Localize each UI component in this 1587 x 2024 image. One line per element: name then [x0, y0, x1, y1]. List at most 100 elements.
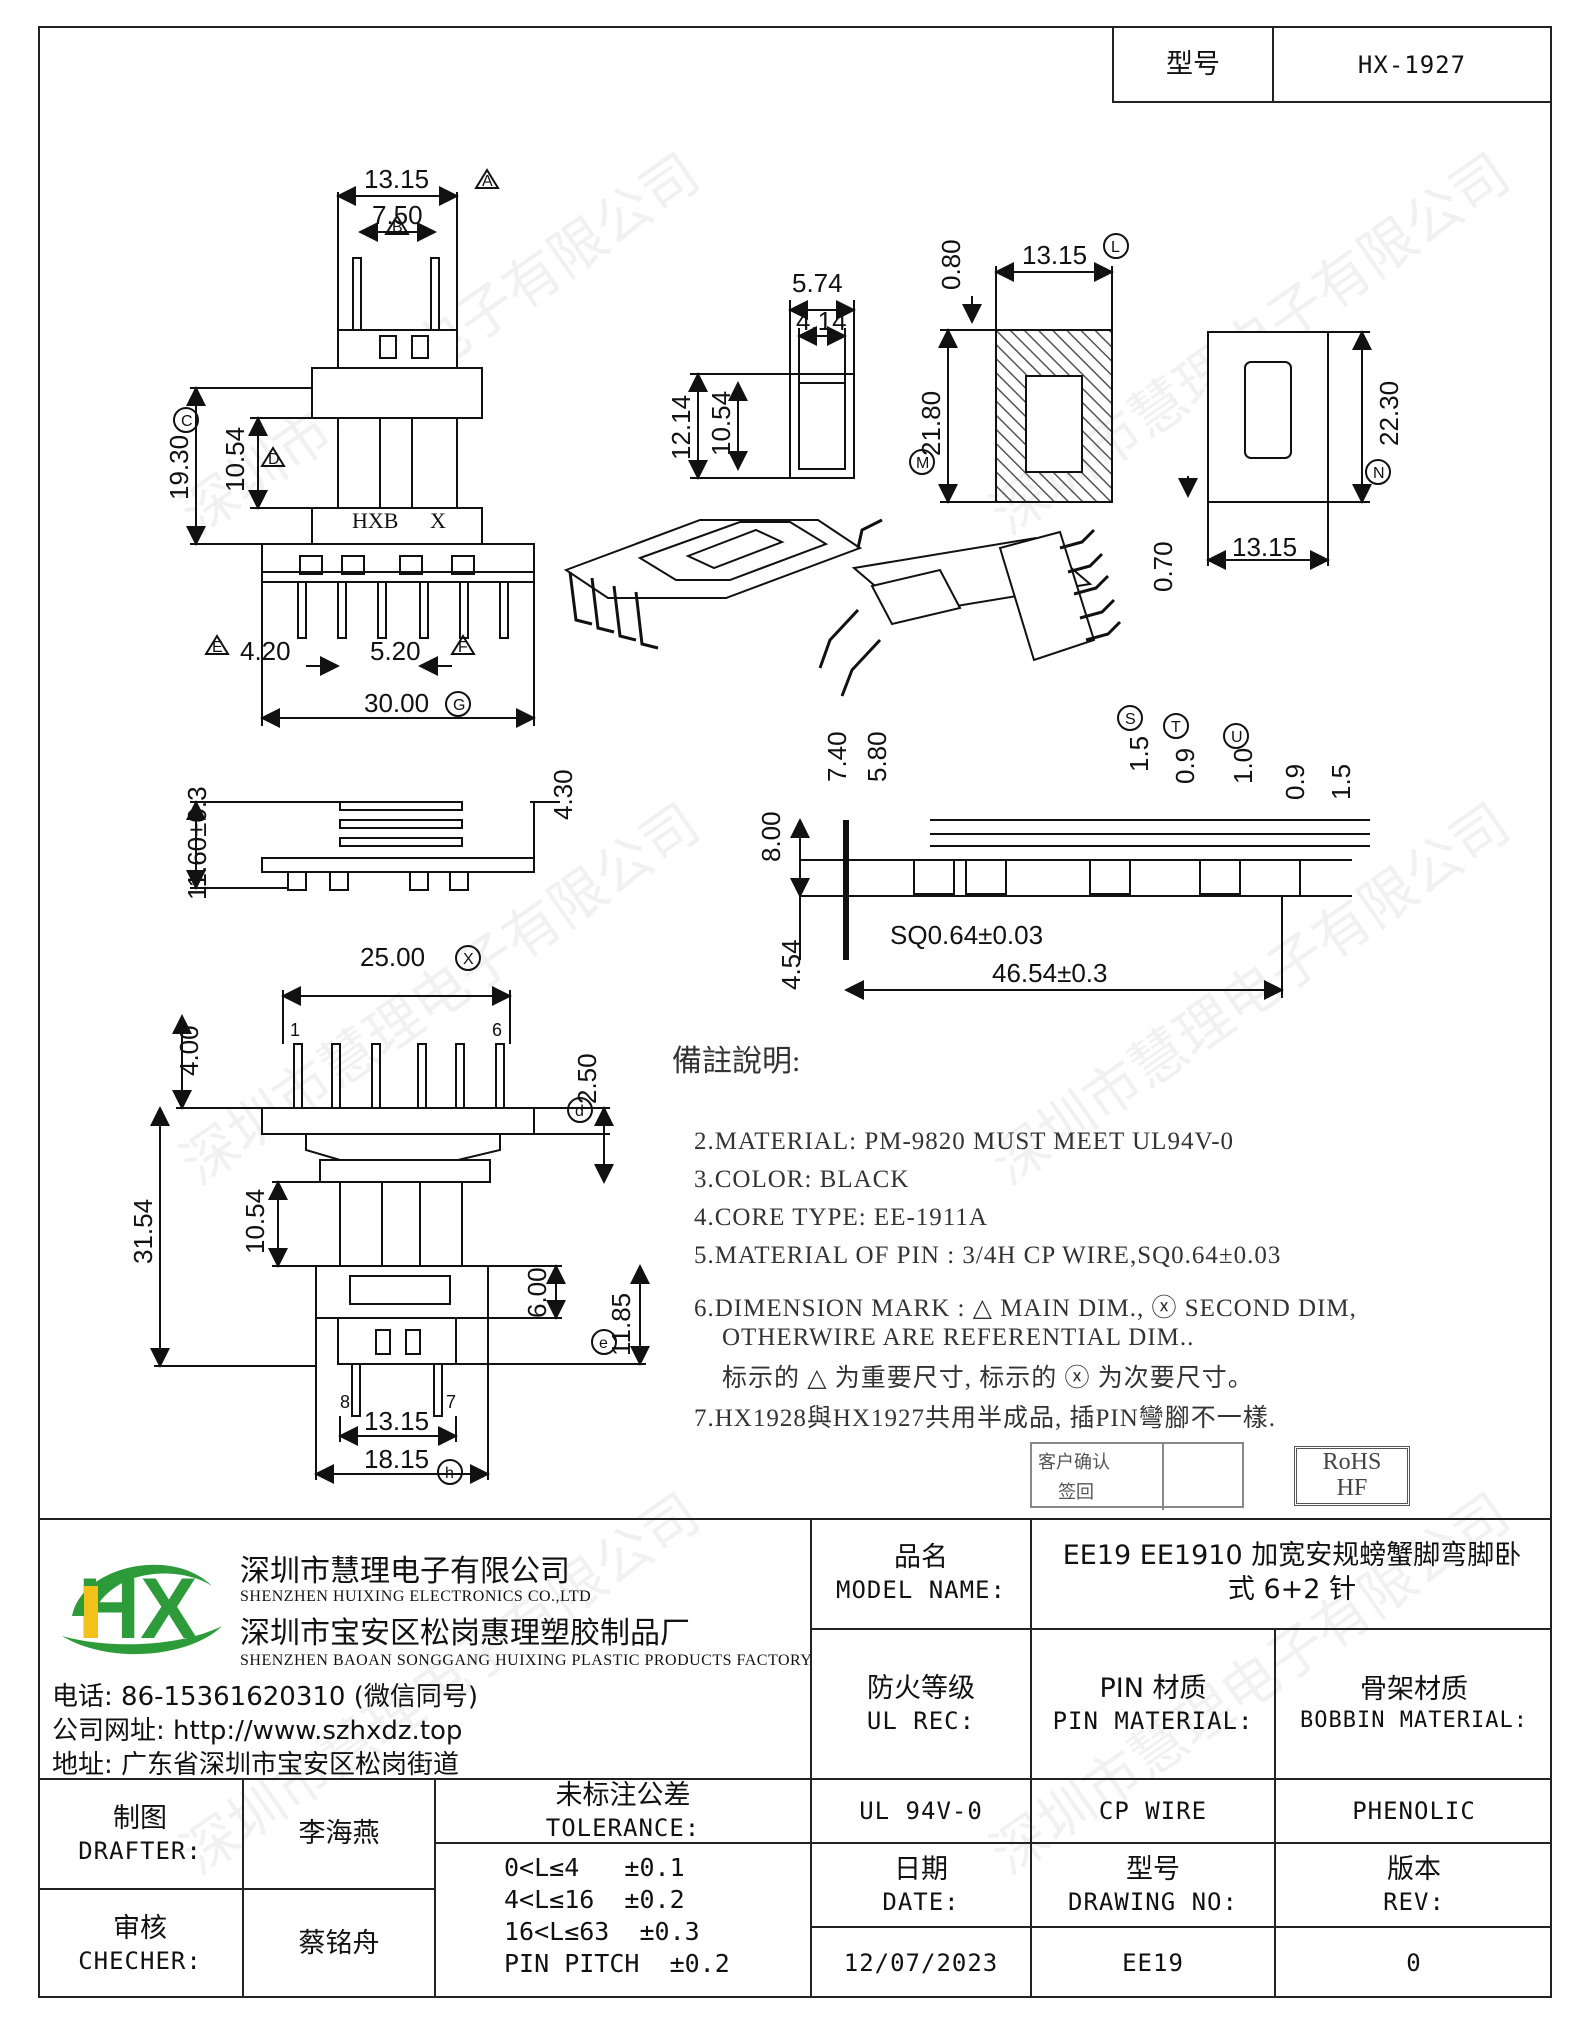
header-model-value-cell: HX-1927: [1272, 26, 1552, 103]
dim-text: 18.15: [364, 1444, 429, 1474]
date-value: 12/07/2023: [843, 1949, 999, 1977]
mark-letter: A: [482, 173, 493, 190]
note-main-dim: MAIN DIM.,: [1000, 1295, 1145, 1322]
mark-letter: e: [599, 1335, 608, 1352]
checker-value-cell: 蔡铭舟: [244, 1890, 434, 1998]
dim-text: 46.54±0.3: [992, 958, 1107, 988]
tolerance-line: PIN PITCH ±0.2: [504, 1949, 730, 1978]
model-name-value-cell: EE19 EE1910 加宽安规螃蟹脚弯脚卧式 6+2 针: [1032, 1518, 1552, 1628]
dim-text: 10.54: [220, 427, 250, 492]
model-name-label-cn: 品名: [894, 1542, 948, 1574]
circle-mark-icon: T: [1163, 713, 1189, 739]
pin-material-value: CP WIRE: [1098, 1797, 1208, 1825]
grid-line: [242, 1778, 244, 1998]
dim-text: SQ0.64±0.03: [890, 920, 1043, 950]
notes-title: 備註說明:: [672, 1045, 801, 1078]
mark-letter: D: [268, 451, 280, 468]
note-dim-mark: 6.DIMENSION MARK :: [694, 1295, 966, 1322]
dim-text: 13.15: [1022, 240, 1087, 270]
triangle-mark-icon: B: [384, 214, 410, 236]
bobbin-material-label-cell: 骨架材质 BOBBIN MATERIAL:: [1276, 1630, 1552, 1778]
note-line: 5.MATERIAL OF PIN : 3/4H CP WIRE,SQ0.64±…: [694, 1242, 1282, 1269]
company-name-cn: 深圳市慧理电子有限公司: [240, 1554, 570, 1589]
mark-letter: C: [181, 413, 193, 430]
mark-letter: E: [212, 639, 223, 656]
rev-label-cell: 版本 REV:: [1276, 1844, 1552, 1926]
tolerance-label-en: TOLERANCE:: [545, 1813, 701, 1842]
model-name-value: EE19 EE1910 加宽安规螃蟹脚弯脚卧式 6+2 针: [1062, 1540, 1522, 1605]
dim-text: 4.30: [548, 769, 578, 820]
triangle-mark-icon: D: [260, 446, 286, 468]
mark-letter: U: [1231, 729, 1243, 746]
date-label-en: DATE:: [882, 1887, 960, 1916]
dim-text: 8.00: [756, 811, 786, 862]
checker-label-en: CHECHER:: [78, 1946, 202, 1975]
bobbin-material-value-cell: PHENOLIC: [1276, 1780, 1552, 1842]
tolerance-label-cell: 未标注公差 TOLERANCE:: [436, 1780, 810, 1842]
circle-mark-icon: M: [909, 449, 935, 475]
rev-label-en: REV:: [1383, 1887, 1445, 1916]
dim-text: 4.54: [776, 939, 806, 990]
header-model-value: HX-1927: [1357, 50, 1467, 79]
drafter-label-en: DRAFTER:: [78, 1836, 202, 1865]
circle-x-icon: ⓧ: [1064, 1365, 1091, 1392]
rev-value-cell: 0: [1276, 1928, 1552, 1998]
note-line: 4.CORE TYPE: EE-1911A: [694, 1204, 988, 1231]
pin-number: 1: [290, 1020, 300, 1040]
hf-text: HF: [1336, 1475, 1368, 1501]
drafter-label-cell: 制图 DRAFTER:: [38, 1780, 242, 1888]
dim-text: 13.15: [364, 164, 429, 194]
tolerance-values: 0<L≤4 ±0.1 4<L≤16 ±0.2 16<L≤63 ±0.3 PIN …: [504, 1852, 730, 1980]
dim-text: 22.30: [1374, 381, 1404, 446]
checker-label-cn: 审核: [113, 1913, 167, 1945]
bobbin-material-label-cn: 骨架材质: [1360, 1674, 1468, 1706]
checker-value: 蔡铭舟: [298, 1928, 380, 1960]
mark-letter: M: [916, 455, 929, 472]
ul-label-cn: 防火等级: [867, 1673, 975, 1705]
circle-mark-icon: U: [1223, 723, 1249, 749]
dim-text: 10.54: [240, 1189, 270, 1254]
grid-line: [434, 1778, 436, 1998]
circle-x-icon: ⓧ: [1151, 1295, 1178, 1322]
mark-letter: h: [445, 1465, 454, 1482]
factory-name-en: SHENZHEN BAOAN SONGGANG HUIXING PLASTIC …: [240, 1652, 813, 1669]
drafter-value: 李海燕: [298, 1818, 380, 1850]
customer-confirm-box: 客户确认 签回: [1030, 1442, 1244, 1510]
drawing-no-label-cn: 型号: [1126, 1854, 1180, 1886]
dim-text: 31.54: [128, 1199, 158, 1264]
dim-text: 11.60±0.3: [182, 786, 212, 900]
dim-text: 10.54: [706, 391, 736, 456]
dim-text: 5.20: [370, 636, 421, 666]
triangle-mark-icon: △: [807, 1365, 828, 1392]
grid-line: [810, 1926, 1552, 1928]
bobbin-mark-text: HXB: [352, 508, 398, 533]
bobbin-material-value: PHENOLIC: [1352, 1797, 1476, 1825]
grid-line: [1274, 1628, 1276, 1998]
drawing-no-value: EE19: [1122, 1949, 1184, 1977]
mark-letter: B: [392, 219, 403, 236]
dim-text: 0.70: [1148, 541, 1178, 592]
dim-text: 4.14: [796, 306, 847, 336]
note-secondary: 为次要尺寸。: [1097, 1365, 1254, 1392]
company-website[interactable]: 公司网址: http://www.szhxdz.top: [52, 1716, 463, 1746]
note-line: OTHERWIRE ARE REFERENTIAL DIM..: [722, 1324, 1195, 1351]
drawing-no-value-cell: EE19: [1032, 1928, 1274, 1998]
grid-line: [810, 1842, 1552, 1844]
title-block: [38, 1518, 1552, 2000]
dim-text: 4.20: [240, 636, 291, 666]
pin-material-value-cell: CP WIRE: [1032, 1780, 1274, 1842]
bobbin-mark-x: X: [430, 508, 446, 533]
company-name-en: SHENZHEN HUIXING ELECTRONICS CO.,LTD: [240, 1588, 592, 1605]
header-model-label: 型号: [1166, 48, 1220, 80]
triangle-mark-icon: △: [972, 1295, 993, 1322]
mark-letter: F: [458, 639, 468, 656]
note-line: 7.HX1928與HX1927共用半成品, 插PIN彎腳不一樣.: [694, 1405, 1277, 1432]
dim-text: 0.9: [1280, 764, 1310, 800]
drawing-no-label-cell: 型号 DRAWING NO:: [1032, 1844, 1274, 1926]
dim-text: 1.5: [1124, 736, 1154, 772]
factory-name-cn: 深圳市宝安区松岗惠理塑胶制品厂: [240, 1616, 690, 1651]
checker-label-cell: 审核 CHECHER:: [38, 1890, 242, 1998]
dim-text: 0.80: [936, 239, 966, 290]
bobbin-material-label-en: BOBBIN MATERIAL:: [1300, 1708, 1528, 1734]
note-second-dim: SECOND DIM,: [1184, 1295, 1357, 1322]
